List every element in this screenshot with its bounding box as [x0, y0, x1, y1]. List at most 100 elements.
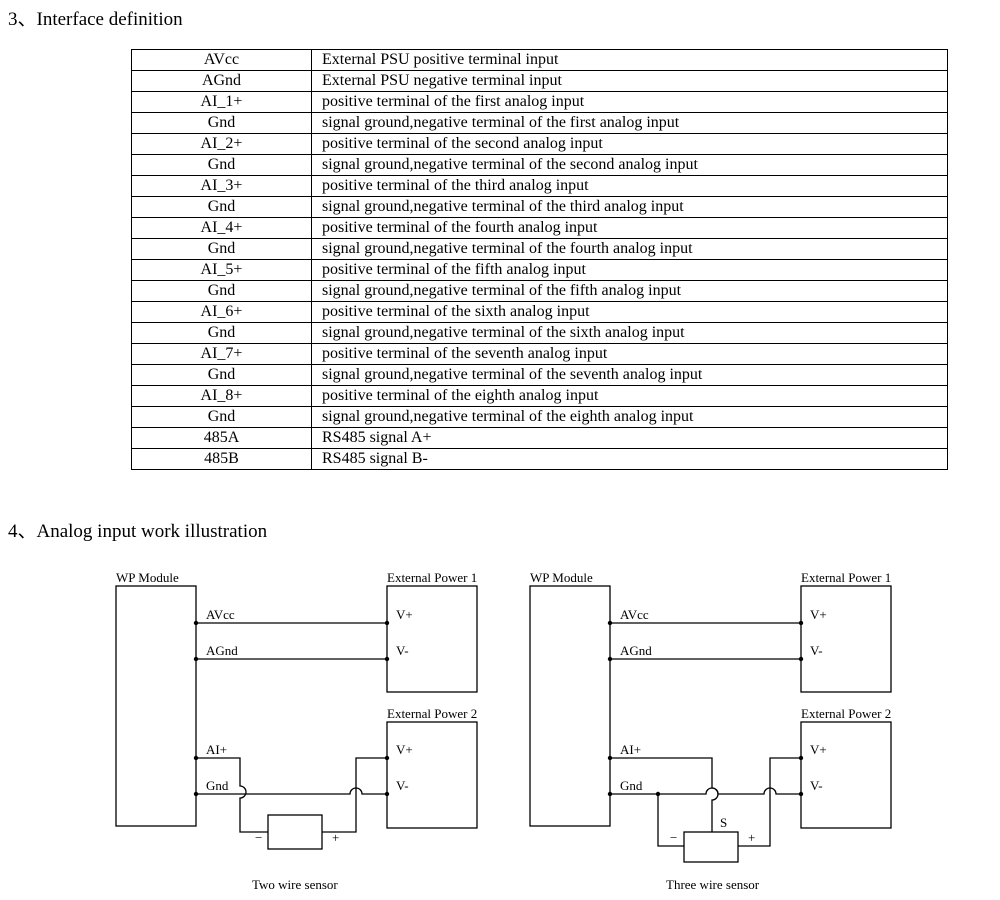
external-power-2-box — [386, 721, 478, 829]
pin-name-cell: AVcc — [131, 49, 312, 71]
table-row: AI_3+positive terminal of the third anal… — [131, 175, 948, 197]
sensor-minus-label: − — [255, 830, 262, 845]
table-row: AI_6+positive terminal of the sixth anal… — [131, 301, 948, 323]
pin-avcc-label: AVcc — [620, 607, 649, 622]
v-minus-1-label: V- — [396, 643, 409, 658]
external-power-1-box — [800, 585, 892, 693]
v-plus-2-label: V+ — [396, 742, 413, 757]
section-title-interface-definition: 3、Interface definition — [8, 9, 183, 30]
v-minus-2-node — [384, 791, 390, 797]
pin-description-cell: signal ground,negative terminal of the f… — [311, 280, 948, 302]
sensor-plus-label: + — [748, 830, 755, 845]
external-power-1-box — [386, 585, 478, 693]
pin-description-cell: positive terminal of the seventh analog … — [311, 343, 948, 365]
pin-gnd-label: Gnd — [620, 778, 643, 793]
pin-avcc-label: AVcc — [206, 607, 235, 622]
pin-name-cell: Gnd — [131, 322, 312, 344]
pin-name-cell: Gnd — [131, 154, 312, 176]
pin-description-cell: positive terminal of the first analog in… — [311, 91, 948, 113]
v-plus-1-node — [384, 620, 390, 626]
v-minus-2-label: V- — [810, 778, 823, 793]
pin-name-cell: Gnd — [131, 112, 312, 134]
pin-description-cell: External PSU positive terminal input — [311, 49, 948, 71]
sensor-minus-wire — [657, 794, 684, 847]
pin-name-cell: AI_1+ — [131, 91, 312, 113]
avcc-node — [193, 620, 199, 626]
v-plus-2-wire — [322, 757, 387, 833]
two-wire-sensor-box — [267, 814, 323, 850]
pin-ai-label: AI+ — [206, 742, 227, 757]
pin-description-cell: RS485 signal B- — [311, 448, 948, 470]
pin-description-cell: signal ground,negative terminal of the f… — [311, 238, 948, 260]
ai-wire — [196, 757, 268, 833]
pin-name-cell: 485A — [131, 427, 312, 449]
wp-module-box — [529, 585, 611, 827]
agnd-node — [193, 656, 199, 662]
table-row: AI_5+positive terminal of the fifth anal… — [131, 259, 948, 281]
agnd-node — [607, 656, 613, 662]
v-plus-2-label: V+ — [810, 742, 827, 757]
v-plus-1-label: V+ — [810, 607, 827, 622]
table-row: AI_4+positive terminal of the fourth ana… — [131, 217, 948, 239]
avcc-node — [607, 620, 613, 626]
sensor-signal-label: S — [720, 815, 727, 830]
pin-description-cell: External PSU negative terminal input — [311, 70, 948, 92]
wp-module-box — [115, 585, 197, 827]
table-row: AI_8+positive terminal of the eighth ana… — [131, 385, 948, 407]
pin-name-cell: AI_6+ — [131, 301, 312, 323]
pin-description-cell: RS485 signal A+ — [311, 427, 948, 449]
pin-name-cell: AI_2+ — [131, 133, 312, 155]
pin-description-cell: positive terminal of the fourth analog i… — [311, 217, 948, 239]
external-power-1-label: External Power 1 — [801, 570, 891, 585]
v-minus-2-node — [798, 791, 804, 797]
v-plus-1-label: V+ — [396, 607, 413, 622]
pin-name-cell: AI_8+ — [131, 385, 312, 407]
pin-description-cell: signal ground,negative terminal of the s… — [311, 364, 948, 386]
sensor-minus-label: − — [670, 830, 677, 845]
section-title-analog-input-illustration: 4、Analog input work illustration — [8, 521, 268, 542]
pin-description-cell: signal ground,negative terminal of the t… — [311, 196, 948, 218]
pin-agnd-label: AGnd — [206, 643, 238, 658]
pin-name-cell: Gnd — [131, 238, 312, 260]
pin-name-cell: AI_7+ — [131, 343, 312, 365]
ai-wire — [610, 757, 719, 832]
pin-name-cell: AI_3+ — [131, 175, 312, 197]
pin-name-cell: AI_4+ — [131, 217, 312, 239]
gnd-wire — [610, 787, 801, 795]
pin-description-cell: signal ground,negative terminal of the f… — [311, 112, 948, 134]
v-plus-1-node — [798, 620, 804, 626]
v-minus-1-node — [798, 656, 804, 662]
pin-description-cell: positive terminal of the sixth analog in… — [311, 301, 948, 323]
pin-name-cell: Gnd — [131, 364, 312, 386]
wp-module-label: WP Module — [116, 570, 179, 585]
pin-name-cell: Gnd — [131, 196, 312, 218]
three-wire-caption: Three wire sensor — [666, 877, 760, 892]
pin-description-cell: signal ground,negative terminal of the s… — [311, 322, 948, 344]
three-wire-sensor-box — [683, 831, 739, 863]
pin-name-cell: Gnd — [131, 280, 312, 302]
pin-name-cell: AGnd — [131, 70, 312, 92]
wp-module-label: WP Module — [530, 570, 593, 585]
v-plus-2-wire — [738, 757, 801, 847]
pin-name-cell: AI_5+ — [131, 259, 312, 281]
pin-description-cell: signal ground,negative terminal of the s… — [311, 154, 948, 176]
table-row: AI_7+positive terminal of the seventh an… — [131, 343, 948, 365]
pin-description-cell: positive terminal of the eighth analog i… — [311, 385, 948, 407]
v-minus-1-node — [384, 656, 390, 662]
table-row: AI_2+positive terminal of the second ana… — [131, 133, 948, 155]
pin-description-cell: positive terminal of the third analog in… — [311, 175, 948, 197]
pin-ai-label: AI+ — [620, 742, 641, 757]
external-power-1-label: External Power 1 — [387, 570, 477, 585]
